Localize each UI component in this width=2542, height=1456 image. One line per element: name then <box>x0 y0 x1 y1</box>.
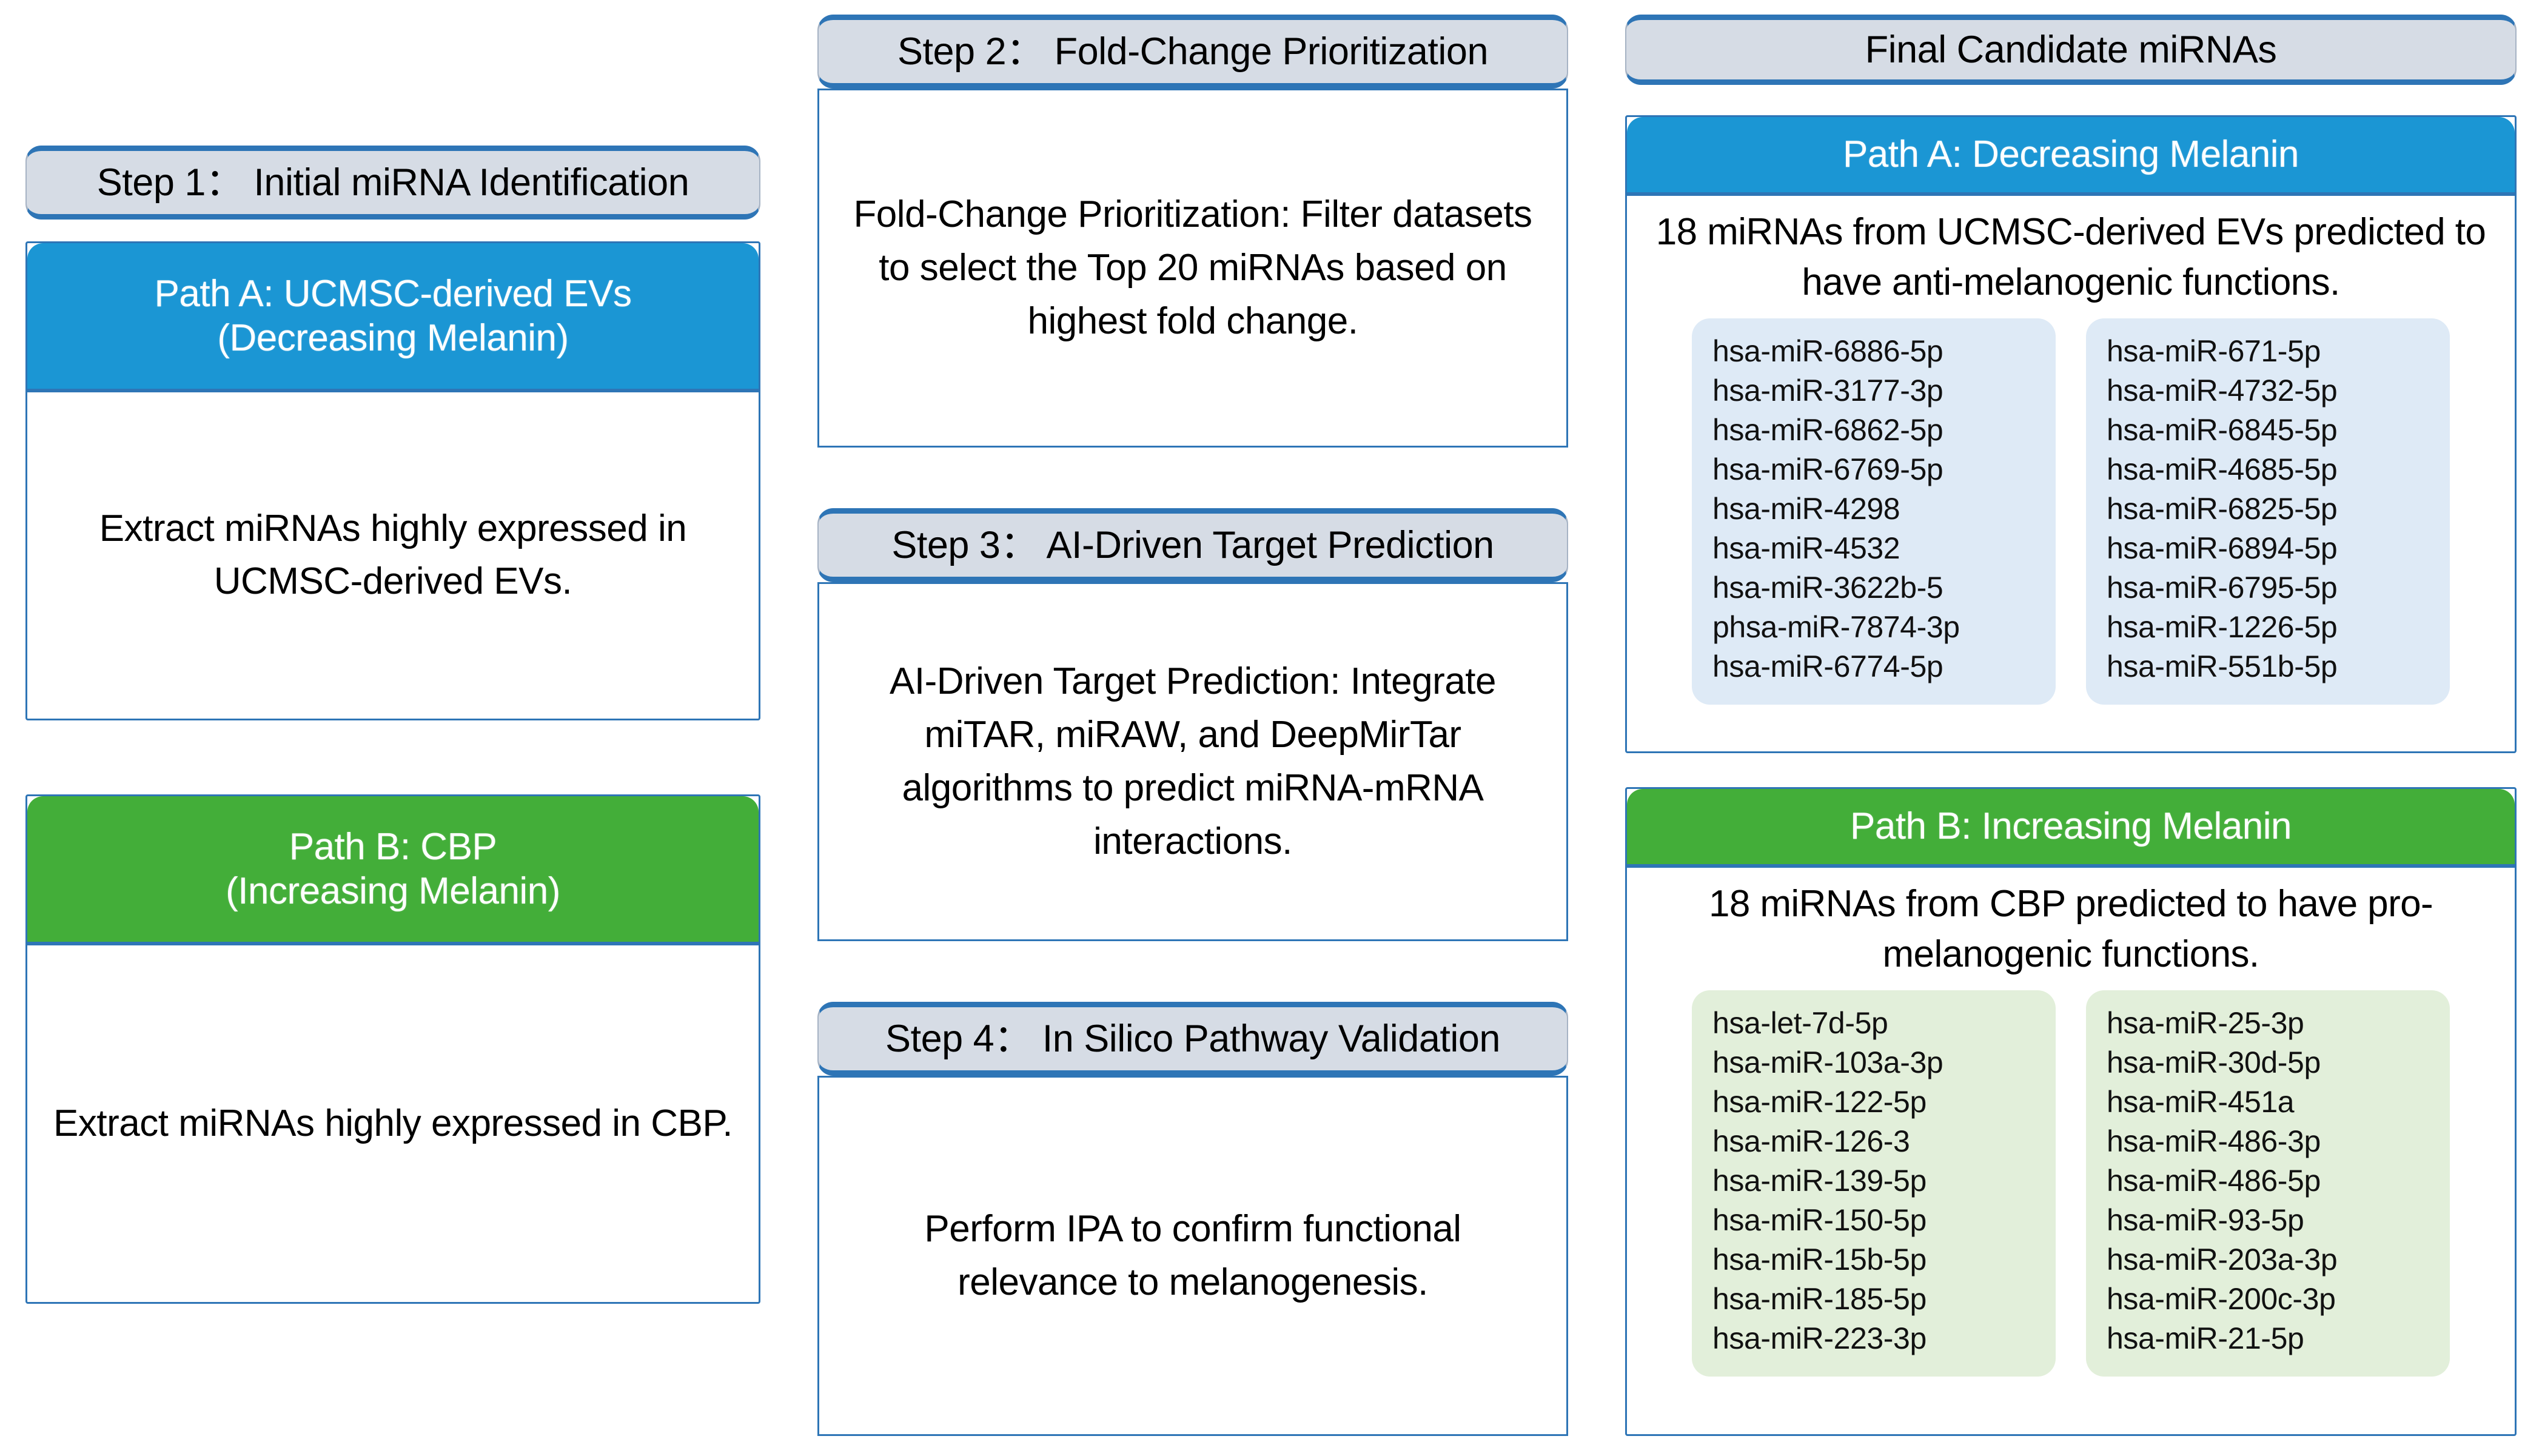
final-path-a-list-right: hsa-miR-671-5p hsa-miR-4732-5p hsa-miR-6… <box>2086 318 2450 705</box>
final-path-b-list-right: hsa-miR-25-3p hsa-miR-30d-5p hsa-miR-451… <box>2086 990 2450 1377</box>
list-item: hsa-miR-126-3 <box>1712 1124 1910 1159</box>
list-item: hsa-miR-185-5p <box>1712 1282 1927 1317</box>
left-path-b-header: Path B: CBP (Increasing Melanin) <box>27 796 759 945</box>
left-path-a-header-line2: (Decreasing Melanin) <box>217 317 569 359</box>
step3-header-pill: Step 3： AI-Driven Target Prediction <box>817 508 1568 582</box>
final-path-b-list-left: hsa-let-7d-5p hsa-miR-103a-3p hsa-miR-12… <box>1692 990 2056 1377</box>
step4-header-pill: Step 4： In Silico Pathway Validation <box>817 1002 1568 1076</box>
step3-header-label: Step 3： AI-Driven Target Prediction <box>891 523 1494 566</box>
list-item: phsa-miR-7874-3p <box>1712 610 1960 645</box>
list-item: hsa-miR-200c-3p <box>2107 1282 2336 1317</box>
final-candidates-title: Final Candidate miRNAs <box>1865 28 2277 71</box>
final-path-b-header-label: Path B: Increasing Melanin <box>1850 805 2292 848</box>
list-item: hsa-miR-150-5p <box>1712 1203 1927 1238</box>
step2-header-label: Step 2： Fold-Change Prioritization <box>897 30 1489 73</box>
list-item: hsa-miR-486-3p <box>2107 1124 2321 1159</box>
left-path-b-body: Extract miRNAs highly expressed in CBP. <box>53 1102 733 1144</box>
step1-header-pill: Step 1： Initial miRNA Identification <box>25 146 760 220</box>
step4-body-card: Perform IPA to confirm functional releva… <box>817 1076 1568 1436</box>
list-item: hsa-miR-4732-5p <box>2107 374 2338 408</box>
left-path-b-header-line1: Path B: CBP <box>289 825 497 868</box>
final-path-a-lists: hsa-miR-6886-5p hsa-miR-3177-3p hsa-miR-… <box>1627 311 2515 705</box>
final-path-a-list-left: hsa-miR-6886-5p hsa-miR-3177-3p hsa-miR-… <box>1692 318 2056 705</box>
list-item: hsa-miR-6774-5p <box>1712 649 1943 684</box>
list-item: hsa-miR-30d-5p <box>2107 1045 2321 1080</box>
left-path-a-header: Path A: UCMSC-derived EVs (Decreasing Me… <box>27 243 759 392</box>
final-path-b-card: Path B: Increasing Melanin 18 miRNAs fro… <box>1625 787 2517 1436</box>
final-path-b-description: 18 miRNAs from CBP predicted to have pro… <box>1708 883 2433 976</box>
final-path-b-header: Path B: Increasing Melanin <box>1627 789 2515 868</box>
step1-header-label: Step 1： Initial miRNA Identification <box>96 161 689 204</box>
list-item: hsa-miR-6845-5p <box>2107 413 2338 448</box>
list-item: hsa-miR-1226-5p <box>2107 610 2338 645</box>
left-path-b-header-line2: (Increasing Melanin) <box>226 870 560 912</box>
list-item: hsa-miR-4298 <box>1712 492 1900 526</box>
final-path-a-description: 18 miRNAs from UCMSC-derived EVs predict… <box>1655 211 2486 304</box>
list-item: hsa-miR-451a <box>2107 1085 2295 1119</box>
list-item: hsa-miR-122-5p <box>1712 1085 1927 1119</box>
list-item: hsa-miR-3622b-5 <box>1712 571 1943 605</box>
list-item: hsa-miR-3177-3p <box>1712 374 1943 408</box>
final-path-a-card: Path A: Decreasing Melanin 18 miRNAs fro… <box>1625 115 2517 753</box>
list-item: hsa-miR-486-5p <box>2107 1164 2321 1198</box>
list-item: hsa-miR-6769-5p <box>1712 452 1943 487</box>
list-item: hsa-miR-6795-5p <box>2107 571 2338 605</box>
list-item: hsa-miR-223-3p <box>1712 1321 1927 1356</box>
left-path-b-card: Path B: CBP (Increasing Melanin) Extract… <box>25 794 760 1304</box>
final-path-a-header: Path A: Decreasing Melanin <box>1627 117 2515 196</box>
left-path-a-header-line1: Path A: UCMSC-derived EVs <box>154 272 632 315</box>
left-path-a-card: Path A: UCMSC-derived EVs (Decreasing Me… <box>25 241 760 720</box>
list-item: hsa-miR-4685-5p <box>2107 452 2338 487</box>
list-item: hsa-miR-203a-3p <box>2107 1243 2338 1277</box>
list-item: hsa-miR-6825-5p <box>2107 492 2338 526</box>
list-item: hsa-miR-551b-5p <box>2107 649 2338 684</box>
step2-body-card: Fold-Change Prioritization: Filter datas… <box>817 89 1568 448</box>
list-item: hsa-miR-6862-5p <box>1712 413 1943 448</box>
step2-header-pill: Step 2： Fold-Change Prioritization <box>817 15 1568 89</box>
list-item: hsa-miR-25-3p <box>2107 1006 2304 1041</box>
list-item: hsa-miR-21-5p <box>2107 1321 2304 1356</box>
final-path-b-lists: hsa-let-7d-5p hsa-miR-103a-3p hsa-miR-12… <box>1627 983 2515 1377</box>
step3-body-card: AI-Driven Target Prediction: Integrate m… <box>817 582 1568 941</box>
list-item: hsa-let-7d-5p <box>1712 1006 1888 1041</box>
list-item: hsa-miR-6886-5p <box>1712 334 1943 369</box>
list-item: hsa-miR-103a-3p <box>1712 1045 1943 1080</box>
list-item: hsa-miR-15b-5p <box>1712 1243 1927 1277</box>
list-item: hsa-miR-6894-5p <box>2107 531 2338 566</box>
list-item: hsa-miR-4532 <box>1712 531 1900 566</box>
final-candidates-header-pill: Final Candidate miRNAs <box>1625 15 2517 85</box>
final-path-a-header-label: Path A: Decreasing Melanin <box>1842 133 2299 176</box>
list-item: hsa-miR-139-5p <box>1712 1164 1927 1198</box>
step4-header-label: Step 4： In Silico Pathway Validation <box>885 1017 1500 1060</box>
list-item: hsa-miR-93-5p <box>2107 1203 2304 1238</box>
left-path-a-body: Extract miRNAs highly expressed in UCMSC… <box>99 508 687 602</box>
list-item: hsa-miR-671-5p <box>2107 334 2321 369</box>
